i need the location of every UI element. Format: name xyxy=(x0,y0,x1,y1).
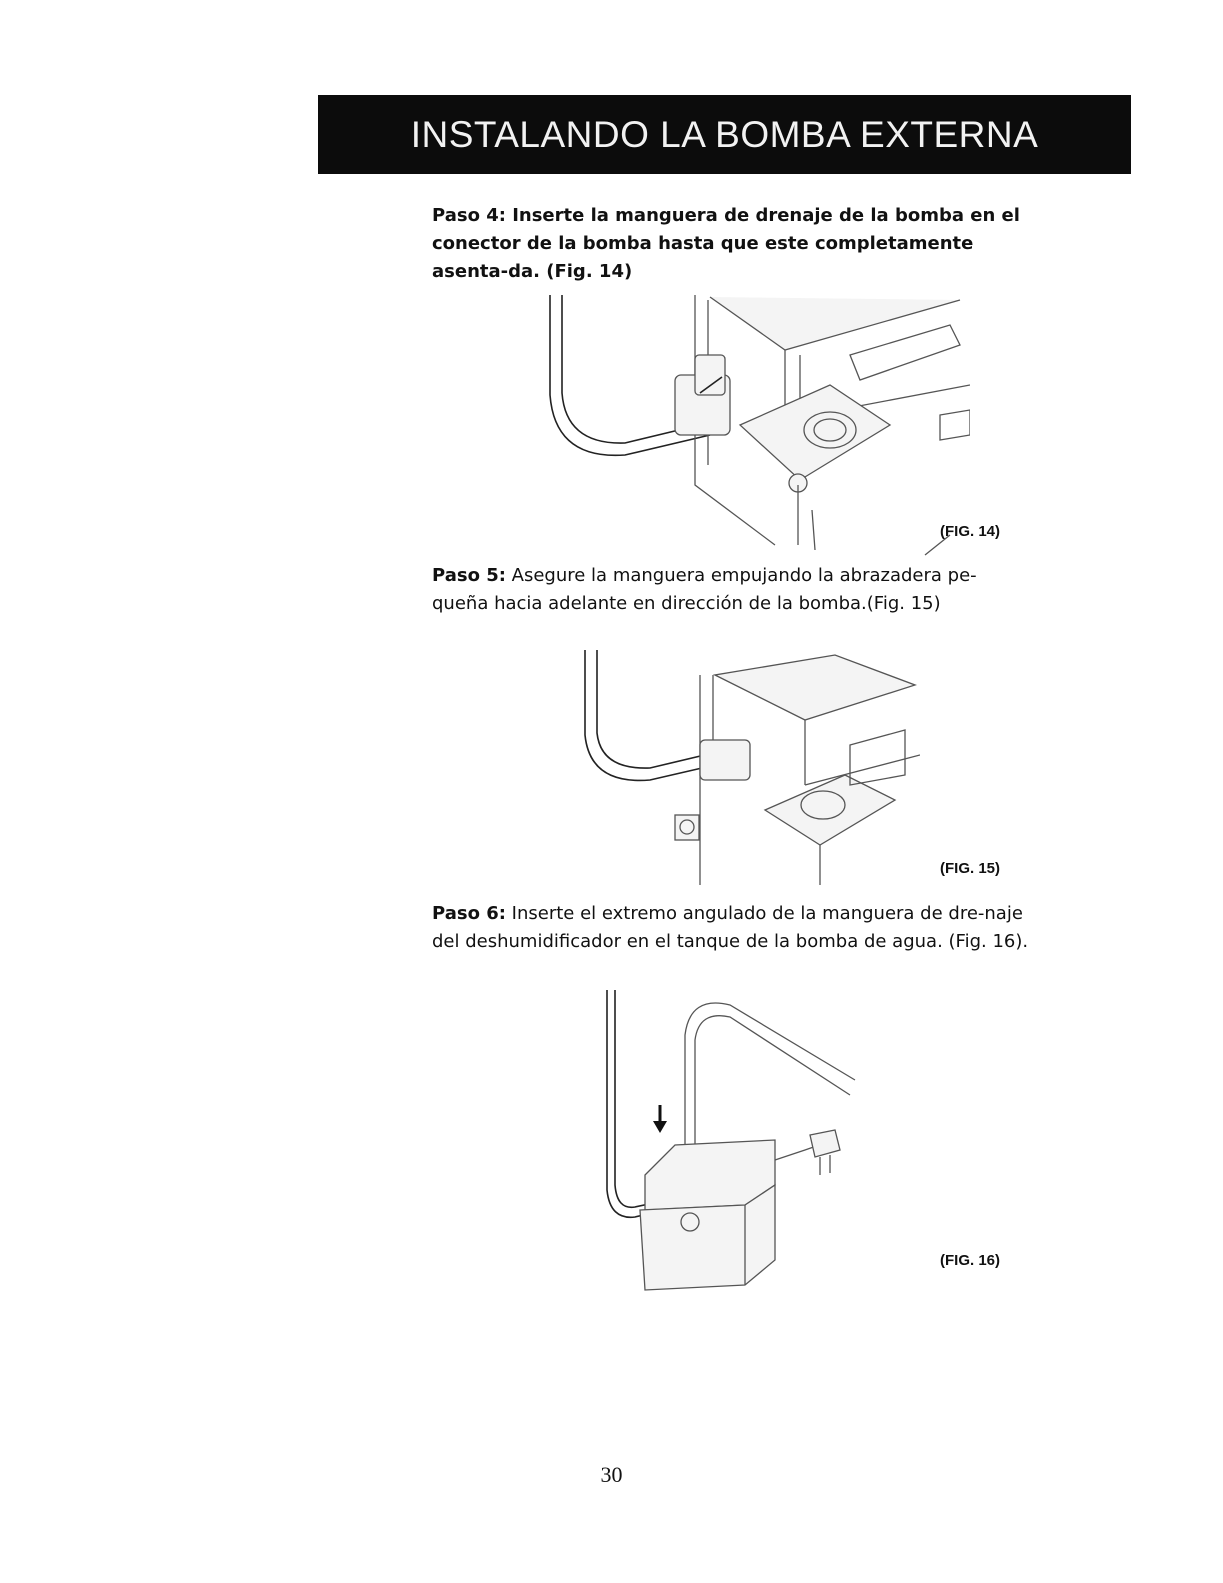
step-label: Paso 4: xyxy=(432,205,506,226)
step-4: Paso 4: Inserte la manguera de drenaje d… xyxy=(432,202,1032,286)
step-text: Inserte el extremo angulado de la mangue… xyxy=(432,903,1029,952)
step-text: Inserte la manguera de drenaje de la bom… xyxy=(432,205,1020,282)
step-label: Paso 5: xyxy=(432,565,506,586)
step-label: Paso 6: xyxy=(432,903,506,924)
section-header: INSTALANDO LA BOMBA EXTERNA xyxy=(318,95,1131,174)
step-text: Asegure la manguera empujando la abrazad… xyxy=(432,565,977,614)
section-title: INSTALANDO LA BOMBA EXTERNA xyxy=(410,113,1039,155)
figure-14-caption: (FIG. 14) xyxy=(940,523,1001,540)
figure-16-caption: (FIG. 16) xyxy=(940,1252,1001,1269)
down-arrow-icon xyxy=(653,1121,667,1133)
step-5: Paso 5: Asegure la manguera empujando la… xyxy=(432,562,1032,618)
figure-16-illustration xyxy=(606,990,856,1291)
figure-14-illustration xyxy=(549,295,970,556)
step-6: Paso 6: Inserte el extremo angulado de l… xyxy=(432,900,1032,956)
figure-15-illustration xyxy=(584,650,920,885)
figure-15-caption: (FIG. 15) xyxy=(940,860,1001,877)
page-number: 30 xyxy=(600,1462,623,1487)
